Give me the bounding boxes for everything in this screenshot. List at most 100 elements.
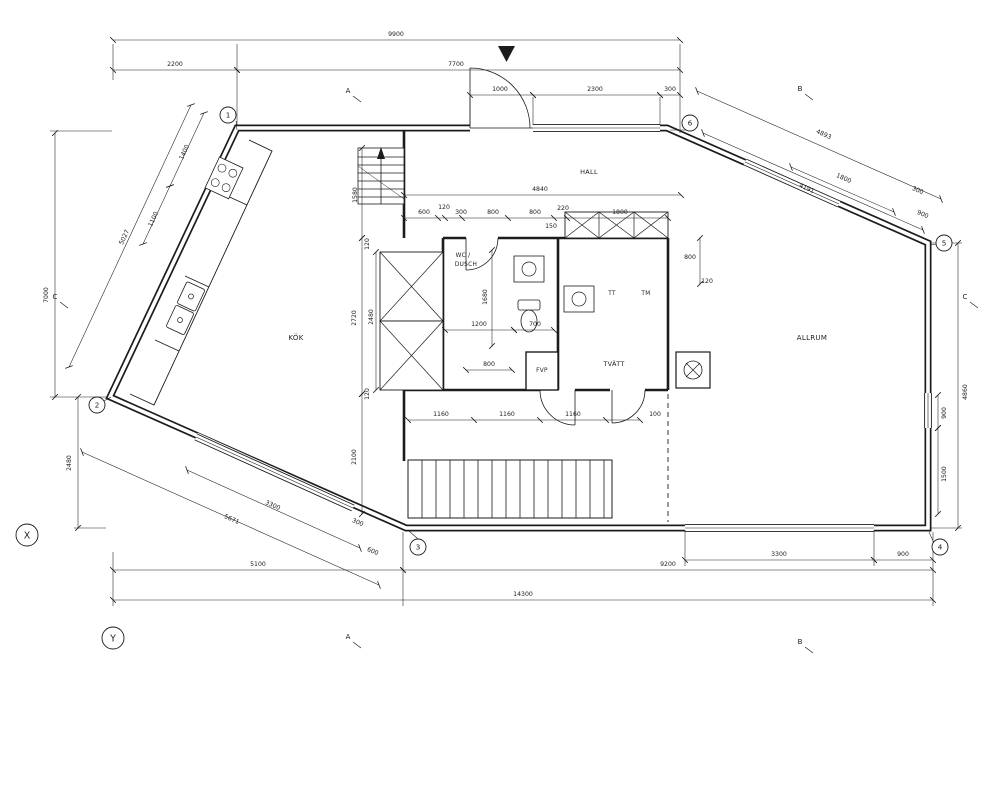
- dimension-text: 7700: [448, 61, 464, 68]
- hall-door-swing: [539, 389, 576, 426]
- grid-marker-label: Y: [109, 634, 116, 645]
- grid-marker-label: 2: [95, 401, 100, 410]
- dimension-tick: [929, 596, 937, 604]
- dimension-text: 120: [701, 278, 713, 285]
- dimension-tick: [399, 566, 407, 574]
- section-marker-label: C: [53, 293, 58, 301]
- dimension-tick: [400, 191, 408, 199]
- entry-arrow-icon: [498, 46, 515, 62]
- dimension-text: 4860: [962, 384, 969, 400]
- sink-bowl: [177, 281, 205, 312]
- dimension-tick: [185, 466, 189, 474]
- grid-marker-circle: [219, 106, 237, 124]
- dimension-tick: [934, 510, 942, 518]
- dimension-text: 1160: [499, 411, 515, 418]
- dimension-line: [790, 166, 895, 213]
- grid-marker-circle: [409, 538, 427, 556]
- sink-bowl: [166, 305, 194, 335]
- room-label: TT: [607, 291, 616, 297]
- section-marker-label: B: [798, 638, 803, 646]
- grid-marker-circle: [15, 523, 39, 547]
- dimension-tick: [664, 214, 672, 222]
- grid-marker-label: 5: [942, 239, 947, 248]
- dimension-line: [169, 112, 205, 187]
- flue-circle: [683, 360, 703, 380]
- dimension-tick: [358, 144, 366, 152]
- wardrobe-crosses: [564, 211, 669, 239]
- dimension-tick: [676, 66, 684, 74]
- dimension-tick: [462, 366, 470, 374]
- dimension-tick: [441, 214, 449, 222]
- dimension-text: 1200: [471, 321, 487, 328]
- kitchen-sink: [166, 281, 205, 335]
- dimension-text: 2480: [368, 309, 375, 325]
- dimension-text: 7000: [43, 287, 50, 303]
- room-label: ALLRUM: [797, 334, 827, 342]
- wc-sink-bowl: [521, 261, 537, 277]
- dimension-text: 1580: [352, 187, 359, 203]
- windows: [194, 123, 933, 533]
- dimension-text: 1160: [565, 411, 581, 418]
- dimension-tick: [377, 581, 381, 589]
- dimension-tick: [701, 129, 705, 137]
- dimension-tick: [372, 386, 380, 394]
- dimension-tick: [656, 91, 664, 99]
- dimension-tick: [65, 365, 73, 369]
- dimension-tick: [470, 416, 478, 424]
- room-label: KÖK: [288, 333, 303, 342]
- dimension-line: [81, 451, 380, 586]
- dimension-tick: [233, 66, 241, 74]
- dimension-text: 150: [545, 223, 557, 230]
- dimension-text: 120: [364, 238, 371, 250]
- dimension-text: 1160: [433, 411, 449, 418]
- dimension-tick: [929, 556, 937, 564]
- dimension-text: 2720: [351, 310, 358, 326]
- dimension-text: 800: [487, 209, 499, 216]
- doors: [465, 67, 646, 426]
- sink-drain: [188, 293, 194, 300]
- dimension-text: 1000: [492, 86, 508, 93]
- grid-marker-circle: [931, 538, 949, 556]
- dimension-text: 9200: [660, 561, 676, 568]
- dimension-text: 3300: [771, 551, 787, 558]
- dimension-text: 600: [418, 209, 430, 216]
- closet-cross: [379, 251, 444, 322]
- dimension-text: 1680: [482, 289, 489, 305]
- toilet-bowl: [520, 309, 538, 333]
- section-marker-tick: [804, 93, 814, 101]
- laundry-sink: [563, 285, 595, 313]
- room-label: TM: [640, 291, 650, 297]
- dimension-tick: [358, 234, 366, 242]
- dimension-text: 700: [529, 321, 541, 328]
- dimension-text: 800: [483, 361, 495, 368]
- dimension-text: 800: [684, 254, 696, 261]
- dimension-tick: [892, 208, 896, 216]
- dimension-text: 1800: [612, 209, 628, 216]
- wet-fixtures: [513, 255, 711, 389]
- section-marker-label: A: [346, 633, 351, 641]
- dimension-text: 2200: [167, 61, 183, 68]
- room-label: TVÄTT: [602, 359, 624, 368]
- dimension-tick: [921, 226, 925, 234]
- dimension-tick: [954, 239, 962, 247]
- sink-drain: [177, 317, 183, 323]
- dimension-tick: [929, 566, 937, 574]
- burner: [217, 163, 227, 173]
- dimension-text: 900: [916, 209, 930, 220]
- section-marker-tick: [804, 646, 814, 654]
- dimension-tick: [939, 195, 943, 203]
- dimension-tick: [80, 448, 84, 456]
- dimension-tick: [536, 416, 544, 424]
- dimension-tick: [510, 326, 518, 334]
- dimension-tick: [934, 424, 942, 432]
- dimension-tick: [187, 103, 195, 107]
- window-ne-glass: [744, 161, 840, 205]
- outer-wall-core: [107, 126, 930, 530]
- dimension-text: 120: [438, 204, 450, 211]
- section-marker-label: A: [346, 87, 351, 95]
- dimension-tick: [458, 214, 466, 222]
- flue-cross: [685, 362, 701, 378]
- dimension-tick: [529, 91, 537, 99]
- dimension-tick: [74, 524, 82, 532]
- dimension-text: 2100: [351, 449, 358, 465]
